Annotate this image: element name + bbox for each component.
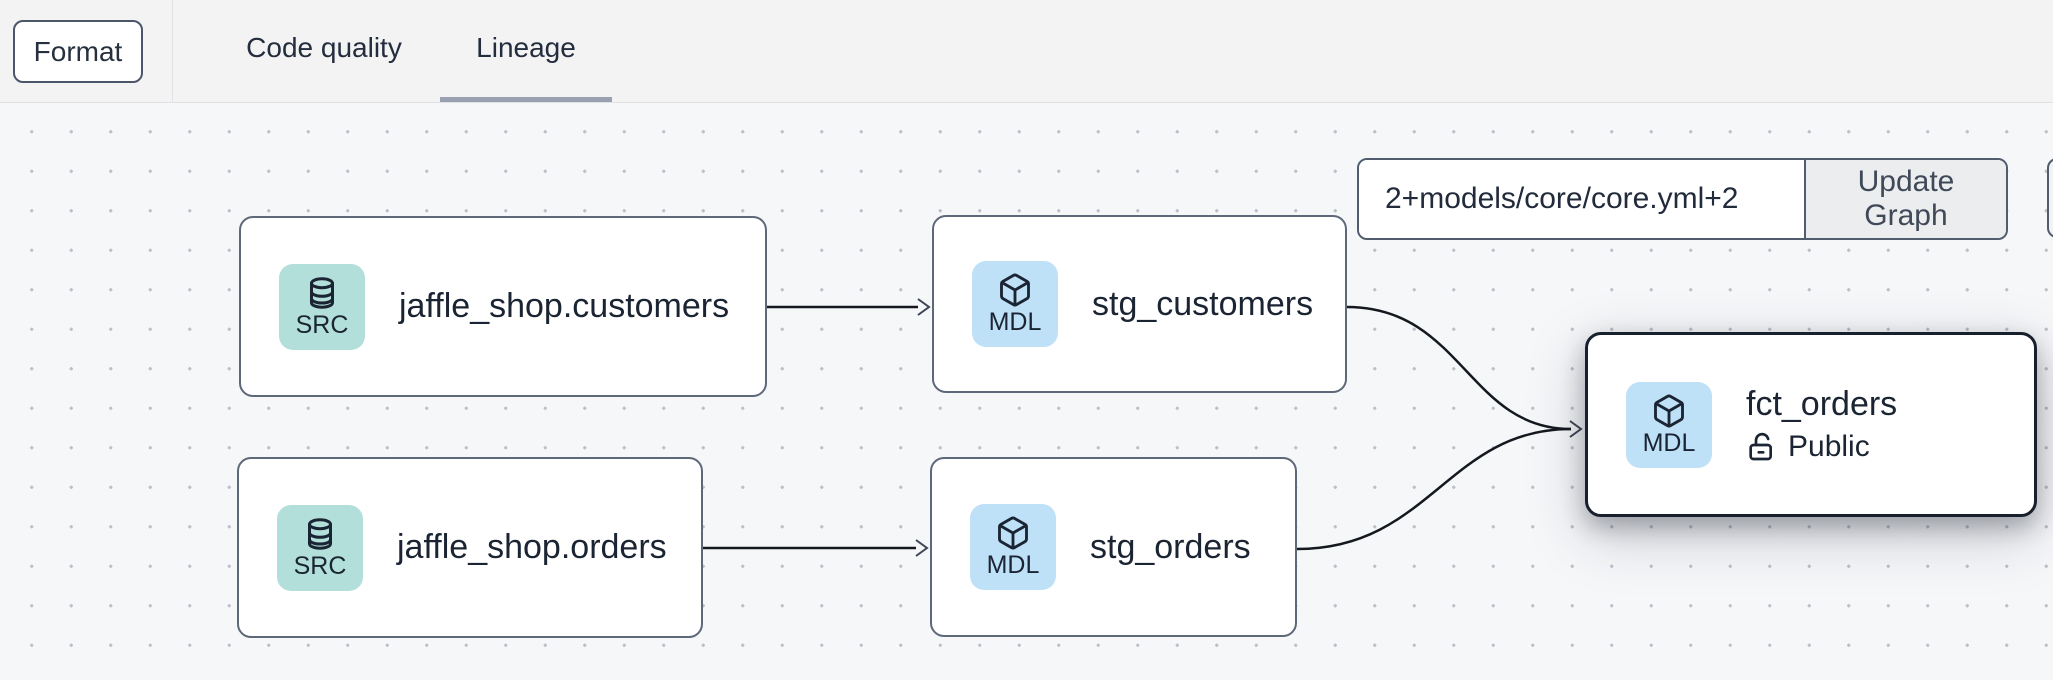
- lock-open-icon: [1746, 431, 1778, 463]
- node-type-badge: SRC: [279, 263, 365, 350]
- selector-input[interactable]: [1359, 160, 1806, 238]
- tab-lineage[interactable]: Lineage: [476, 32, 576, 63]
- node-access-label: Public: [1788, 430, 1870, 463]
- update-graph-button[interactable]: Update Graph: [1806, 160, 2006, 238]
- node-type-badge: MDL: [1626, 381, 1712, 468]
- node-stg_orders[interactable]: MDL stg_orders: [930, 457, 1297, 637]
- node-type-label: MDL: [988, 308, 1042, 336]
- node-text: stg_orders: [1090, 528, 1251, 567]
- node-type-label: MDL: [1642, 428, 1696, 457]
- node-text: stg_customers: [1092, 285, 1313, 324]
- node-text: jaffle_shop.orders: [397, 528, 667, 567]
- partial-control-cutoff[interactable]: [2047, 158, 2053, 238]
- node-type-label: MDL: [986, 551, 1040, 579]
- cube-icon: [997, 272, 1033, 308]
- arrowhead-icon: [915, 539, 929, 557]
- node-type-label: SRC: [295, 310, 349, 339]
- node-type-badge: MDL: [972, 261, 1058, 347]
- node-title: fct_orders: [1746, 385, 1898, 423]
- node-text: jaffle_shop.customers: [399, 287, 729, 326]
- node-type-label: SRC: [293, 551, 347, 580]
- format-button[interactable]: Format: [13, 20, 143, 83]
- node-jaffle_shop_orders[interactable]: SRC jaffle_shop.orders: [237, 457, 703, 638]
- database-icon: [302, 516, 338, 552]
- database-icon: [304, 275, 340, 311]
- header: Format Code quality Lineage: [0, 0, 2053, 103]
- cube-icon: [1651, 393, 1687, 429]
- edge-stg-orders-to-fct-orders: [1296, 427, 1572, 551]
- edge-stg-customers-to-fct-orders: [1346, 305, 1572, 431]
- node-title: jaffle_shop.orders: [397, 528, 667, 566]
- node-jaffle_shop_customers[interactable]: SRC jaffle_shop.customers: [239, 216, 767, 397]
- header-divider: [172, 0, 173, 102]
- arrowhead-icon: [917, 298, 931, 316]
- cube-icon: [995, 515, 1031, 551]
- node-access-row: Public: [1746, 430, 1897, 464]
- node-stg_customers[interactable]: MDL stg_customers: [932, 215, 1347, 393]
- node-type-badge: SRC: [277, 504, 363, 591]
- active-tab-indicator: [440, 97, 612, 102]
- tab-code-quality[interactable]: Code quality: [246, 32, 402, 63]
- selector-group: Update Graph: [1357, 158, 2008, 240]
- node-type-badge: MDL: [970, 504, 1056, 590]
- node-title: jaffle_shop.customers: [399, 287, 730, 325]
- node-title: stg_orders: [1090, 527, 1251, 566]
- arrowhead-icon: [1569, 420, 1583, 438]
- node-title: stg_customers: [1092, 284, 1314, 323]
